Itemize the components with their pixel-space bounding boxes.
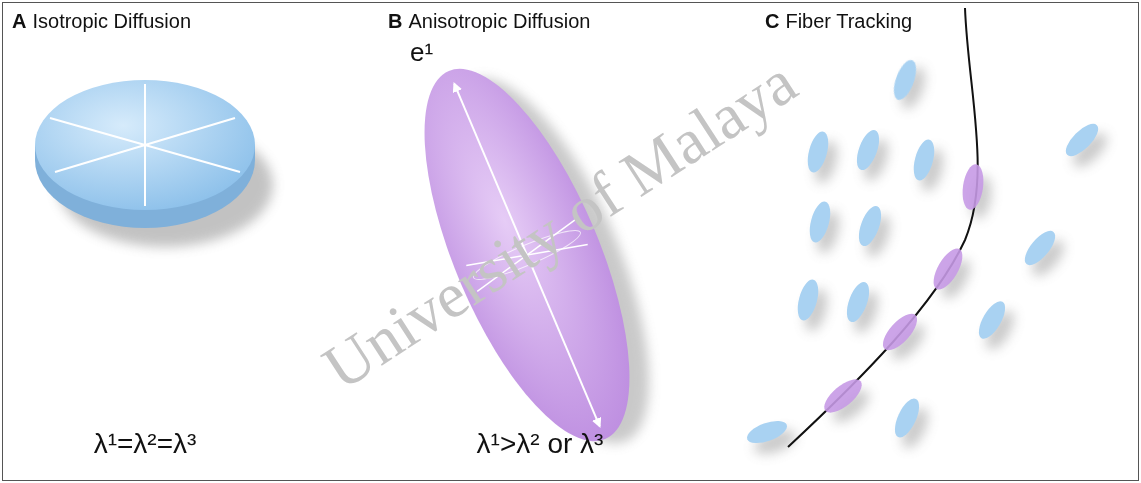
eigenvalue-formula: λ¹=λ²=λ³: [94, 428, 197, 460]
isotropic-sphere: [35, 80, 273, 247]
panel-letter: A: [12, 10, 26, 33]
anisotropic-glyphs: [819, 163, 986, 419]
figure-border: [3, 3, 1139, 481]
sphere-face: [35, 80, 255, 210]
panel-title: Fiber Tracking: [785, 10, 912, 33]
panel-title: Anisotropic Diffusion: [408, 10, 590, 33]
glyph-shadows: [751, 64, 1113, 459]
panel-title: Isotropic Diffusion: [32, 10, 191, 33]
axis-line: [55, 118, 235, 172]
axis-line: [50, 118, 240, 172]
panel-letter: B: [388, 10, 402, 33]
vector-label: e¹: [410, 38, 433, 68]
fiber-tract: [788, 8, 978, 447]
panel-letter: C: [765, 10, 779, 33]
watermark: University of Malaya: [310, 45, 809, 405]
isotropic-glyphs: [744, 57, 1103, 447]
eigenvalue-formula: λ¹>λ² or λ³: [477, 428, 604, 460]
tensor-field: [744, 8, 1112, 459]
